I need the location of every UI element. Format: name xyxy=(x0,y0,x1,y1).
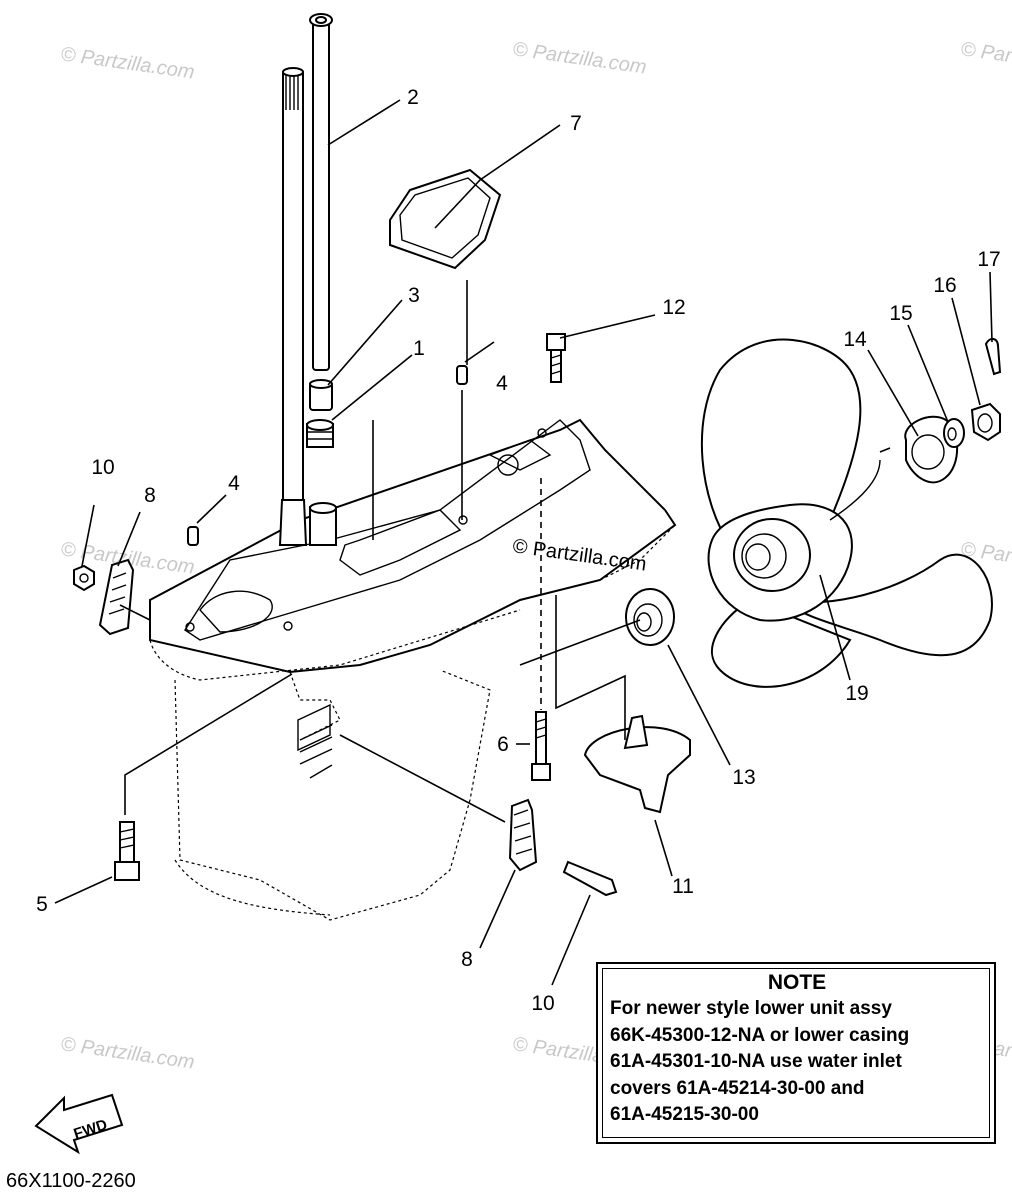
inlet-cover-right xyxy=(508,798,618,897)
drive-shaft xyxy=(278,67,308,546)
fwd-arrow: FWD xyxy=(34,1093,124,1155)
bolts xyxy=(114,333,566,881)
propeller xyxy=(700,338,993,688)
watermark-top-center: © Partzilla.com xyxy=(511,38,648,79)
callout-16: 15 xyxy=(889,302,912,325)
note-box: NOTE For newer style lower unit assy 66K… xyxy=(596,962,996,1144)
bushing-and-seal xyxy=(306,379,337,546)
gasket xyxy=(389,168,502,270)
propeller-hardware xyxy=(904,338,1002,484)
thrust-bushing xyxy=(625,588,675,646)
note-line-1: For newer style lower unit assy xyxy=(610,998,892,1019)
callout-labels: 2 7 3 1 12 4 4 10 8 5 6 8 10 11 13 19 14… xyxy=(36,86,1001,1015)
callout-11: 10 xyxy=(91,456,114,479)
callout-4-left: 4 xyxy=(228,472,240,495)
dowel-pins xyxy=(187,365,468,546)
callout-8: 8 xyxy=(461,948,473,971)
callout-12: 11 xyxy=(672,875,694,898)
callout-5: 5 xyxy=(36,893,48,916)
watermark-bottom-left: © Partzilla.com xyxy=(59,1033,196,1074)
watermark-top-right: © Partzilla.com xyxy=(959,38,1012,79)
callout-10: 10 xyxy=(531,992,554,1015)
inlet-cover-left xyxy=(73,558,135,636)
callout-6: 6 xyxy=(497,733,509,756)
callout-18: 17 xyxy=(977,248,1000,271)
watermark-top-left: © Partzilla.com xyxy=(59,43,196,84)
callout-13: 12 xyxy=(662,296,685,319)
callout-4-right: 4 xyxy=(496,372,508,395)
callout-7: 7 xyxy=(570,112,582,135)
callout-1: 1 xyxy=(413,337,425,360)
callout-15: 14 xyxy=(843,328,867,351)
note-title: NOTE xyxy=(767,971,827,994)
lower-casing xyxy=(149,418,677,921)
callout-17: 16 xyxy=(933,274,956,297)
note-box-inner-border xyxy=(602,968,990,1138)
diagram-code: 66X1100-2260 xyxy=(6,1170,136,1192)
note-line-5: 61A-45215-30-00 xyxy=(610,1104,759,1125)
callout-9: 8 xyxy=(144,484,156,507)
callout-14: 13 xyxy=(732,766,755,789)
anode xyxy=(583,714,691,814)
note-line-3: 61A-45301-10-NA use water inlet xyxy=(610,1051,902,1072)
callout-3: 3 xyxy=(408,284,420,307)
callout-2: 2 xyxy=(407,86,419,109)
note-line-4: covers 61A-45214-30-00 and xyxy=(610,1077,865,1099)
callout-19: 19 xyxy=(845,682,868,705)
shift-rod xyxy=(309,13,333,371)
leader-lines xyxy=(54,99,993,986)
note-line-2: 66K-45300-12-NA or lower casing xyxy=(610,1024,910,1046)
